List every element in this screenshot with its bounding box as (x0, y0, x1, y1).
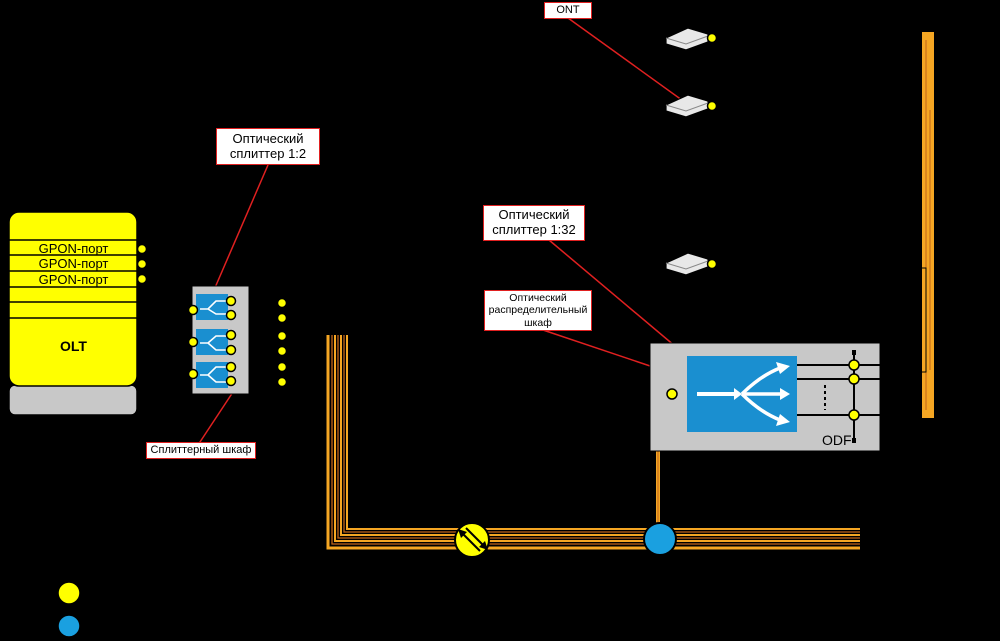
fusion-splice (643, 522, 677, 556)
splitter-1-2-callout: Оптический сплиттер 1:2 (216, 128, 320, 165)
mechanical-splice (454, 522, 490, 558)
ont-device (665, 252, 718, 276)
olt-port-connectors (136, 243, 148, 285)
splitter-1-2-units (187, 294, 237, 388)
ont-callout: ONT (544, 2, 592, 19)
olt-gpon-port-label: GPON-порт (38, 241, 109, 256)
cabinet-input-connector (666, 388, 678, 400)
olt-device (8, 211, 138, 416)
ont-device (665, 27, 718, 51)
splitter-cabinet-callout: Сплиттерный шкаф (146, 442, 256, 459)
odf-label: ODF (822, 432, 852, 448)
splitter-1-32 (687, 356, 797, 432)
olt-gpon-port-label: GPON-порт (38, 272, 109, 287)
splitter-1-32-callout: Оптический сплиттер 1:32 (483, 205, 585, 241)
olt-gpon-port-label: GPON-порт (38, 256, 109, 271)
olt-title: OLT (60, 338, 87, 354)
odf-panel (797, 350, 880, 443)
loose-connectors (276, 297, 288, 388)
riser-cable (919, 32, 934, 418)
trunk-cable (326, 335, 860, 550)
callout-leaders (197, 17, 689, 446)
legend-splice-symbol (57, 614, 81, 638)
distribution-cabinet-callout: Оптический распределительный шкаф (484, 290, 592, 331)
legend-connector-symbol (57, 581, 81, 605)
ont-device (665, 94, 718, 118)
